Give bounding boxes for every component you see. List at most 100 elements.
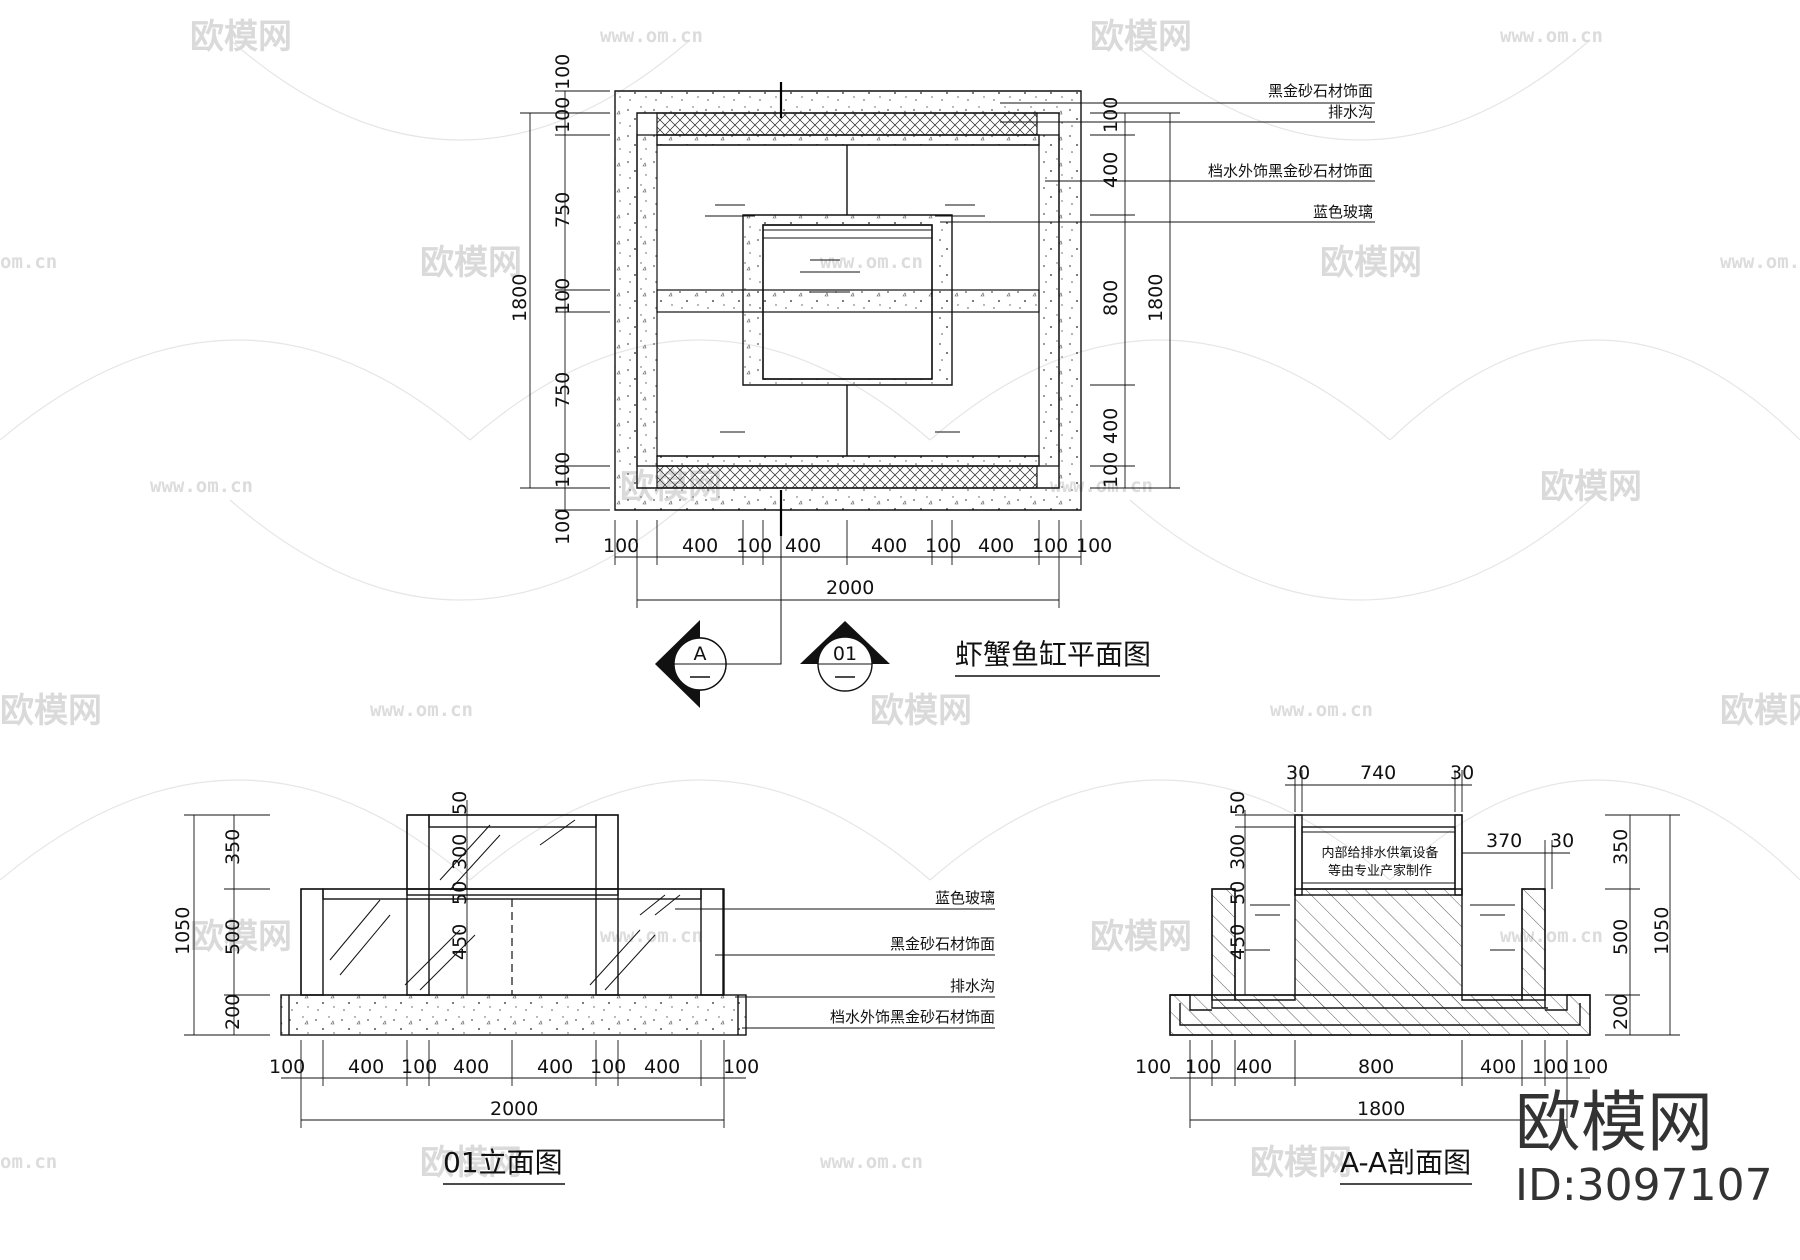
elevation-base: [280, 994, 747, 1036]
watermark-url: www.om.cn: [820, 251, 923, 273]
section-dim-inner: 50: [1227, 791, 1249, 815]
elevation-title: 01立面图: [443, 1146, 563, 1179]
plan-dim-bottom: 100: [925, 535, 961, 557]
elevation-dim-inner: 50: [449, 791, 471, 815]
plan-dim-right-total: 1800: [1145, 274, 1167, 322]
plan-dim-right: 100: [1100, 452, 1122, 488]
section-dim-bottom: 800: [1358, 1056, 1394, 1078]
elevation-view: 蓝色玻璃 黑金砂石材饰面 排水沟 档水外饰黑金砂石材饰面 350 500 200…: [172, 791, 995, 1185]
watermark-url: www.om.cn: [1720, 251, 1800, 273]
watermark-url: www.om.cn: [1500, 25, 1603, 47]
watermark-url: om.cn: [0, 1151, 57, 1173]
elevation-dim-bottom-total: 2000: [490, 1098, 538, 1120]
watermark-layer: 欧模网 www.om.cn 欧模网 www.om.cn om.cn 欧模网 ww…: [0, 17, 1800, 1183]
section-note-line1: 内部给排水供氧设备: [1321, 845, 1438, 861]
plan-dim-left: 750: [552, 192, 574, 228]
plan-dim-bottom: 100: [736, 535, 772, 557]
plan-dim-right: 100: [1100, 97, 1122, 133]
plan-left-dimension: [520, 90, 610, 511]
brand-id: ID:3097107: [1515, 1160, 1773, 1211]
plan-title: 虾蟹鱼缸平面图: [955, 638, 1151, 671]
section-dim-bottom: 100: [1572, 1056, 1608, 1078]
elevation-label-retaining-wall: 档水外饰黑金砂石材饰面: [830, 1008, 995, 1026]
watermark-brand: 欧模网: [1090, 917, 1192, 957]
section-right-dimension: [1605, 814, 1680, 1036]
section-dim-inner: 300: [1227, 834, 1249, 870]
plan-dim-right: 400: [1100, 408, 1122, 444]
plan-dim-bottom: 400: [785, 535, 821, 557]
plan-dim-bottom: 100: [1076, 535, 1112, 557]
watermark-url: www.om.cn: [370, 699, 473, 721]
section-bottom-dimension: [1170, 1040, 1590, 1128]
elevation-marker-01: 01: [800, 621, 890, 692]
section-dim-bottom: 100: [1532, 1056, 1568, 1078]
plan-dim-bottom: 400: [871, 535, 907, 557]
elevation-dim-bottom: 400: [348, 1056, 384, 1078]
watermark-url: www.om.cn: [150, 475, 253, 497]
plan-label-drain: 排水沟: [1328, 103, 1373, 121]
section-view: 内部给排水供氧设备 等由专业产家制作 30 740 30 370 30: [1135, 762, 1680, 1185]
plan-dim-bottom-total: 2000: [826, 577, 874, 599]
plan-label-black-granite: 黑金砂石材饰面: [1268, 82, 1373, 100]
elevation-dim-bottom: 400: [644, 1056, 680, 1078]
section-dim-bottom: 400: [1480, 1056, 1516, 1078]
plan-label-retaining-wall: 档水外饰黑金砂石材饰面: [1208, 162, 1373, 180]
section-dim-bottom: 100: [1185, 1056, 1221, 1078]
watermark-url: www.om.cn: [1270, 699, 1373, 721]
watermark-url: om.cn: [0, 251, 57, 273]
elevation-glass-reflections: [329, 819, 681, 991]
watermark-brand: 欧模网: [1540, 467, 1642, 507]
watermark-brand: 欧模网: [870, 691, 972, 731]
plan-dim-bottom: 100: [603, 535, 639, 557]
plan-dim-left: 100: [552, 278, 574, 314]
plan-center-band: [656, 289, 1040, 313]
plan-dim-right: 400: [1100, 152, 1122, 188]
section-core: [1211, 888, 1548, 1009]
plan-dim-right: 800: [1100, 280, 1122, 316]
plan-dim-bottom: 400: [682, 535, 718, 557]
plan-label-blue-glass: 蓝色玻璃: [1313, 203, 1373, 221]
section-dim-inner: 50: [1227, 881, 1249, 905]
elevation-label-drain: 排水沟: [950, 977, 995, 995]
watermark-brand: 欧模网: [1320, 243, 1422, 283]
elevation-left-dimension: [184, 814, 270, 1036]
elevation-dim-bottom: 100: [401, 1056, 437, 1078]
watermark-brand: 欧模网: [420, 1143, 522, 1183]
elevation-dim-bottom: 100: [723, 1056, 759, 1078]
watermark-brand: 欧模网: [190, 17, 292, 57]
elevation-dim-bottom: 400: [537, 1056, 573, 1078]
elevation-label-black-granite: 黑金砂石材饰面: [890, 935, 995, 953]
plan-dim-left: 750: [552, 372, 574, 408]
brand-mark: 欧模网 ID:3097107: [1515, 1084, 1773, 1211]
elevation-dim-left-total: 1050: [172, 907, 194, 955]
elevation-dim-bottom: 100: [269, 1056, 305, 1078]
section-dim-top: 740: [1360, 762, 1396, 784]
watermark-brand: 欧模网: [0, 691, 102, 731]
elevation-label-blue-glass: 蓝色玻璃: [935, 889, 995, 907]
elevation-dim-left: 500: [222, 919, 244, 955]
elevation-dim-inner: 50: [449, 881, 471, 905]
section-dim-side: 30: [1550, 830, 1574, 852]
plan-dim-left: 100: [552, 452, 574, 488]
plan-dim-bottom: 100: [1032, 535, 1068, 557]
watermark-brand: 欧模网: [1090, 17, 1192, 57]
watermark-url: www.om.cn: [600, 25, 703, 47]
section-dim-bottom-total: 1800: [1357, 1098, 1405, 1120]
plan-dim-left: 100: [552, 54, 574, 90]
watermark-url: www.om.cn: [1500, 925, 1603, 947]
brand-name: 欧模网: [1515, 1084, 1713, 1161]
elevation-dim-bottom: 400: [453, 1056, 489, 1078]
plan-dim-bottom: 400: [978, 535, 1014, 557]
watermark-brand: 欧模网: [1250, 1143, 1352, 1183]
section-note-line2: 等由专业产家制作: [1328, 863, 1432, 879]
section-title: A-A剖面图: [1340, 1146, 1471, 1179]
elevation-dim-left: 200: [222, 994, 244, 1030]
plan-dim-left-total: 1800: [509, 274, 531, 322]
elevation-dim-inner: 300: [449, 834, 471, 870]
plan-right-dimension: [1090, 112, 1180, 489]
section-dim-side: 370: [1486, 830, 1522, 852]
watermark-brand: 欧模网: [190, 917, 292, 957]
plan-drain-bottom: [656, 465, 1038, 489]
section-dim-right-total: 1050: [1651, 907, 1673, 955]
